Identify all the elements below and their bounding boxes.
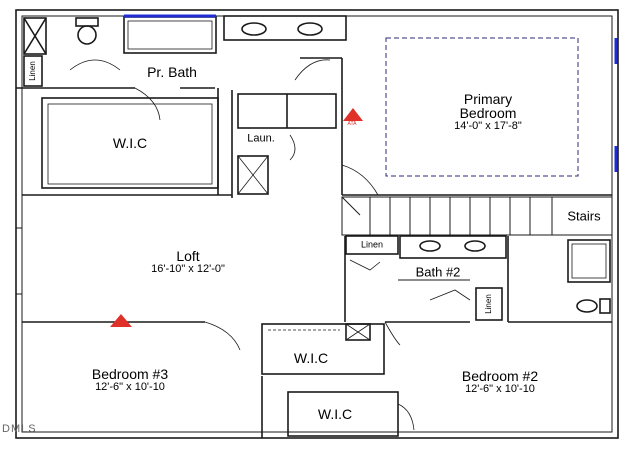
toilet-icon — [75, 17, 99, 45]
linen-closet-upper — [23, 55, 43, 87]
window-loft — [15, 227, 23, 295]
bath-2-label: Bath #2 — [415, 264, 461, 280]
wic-lower-outline — [287, 391, 399, 437]
primary-bedroom-name-line1: Primary — [463, 91, 513, 107]
hvac-marker-loft — [110, 314, 132, 327]
tub-icon — [567, 239, 611, 283]
laundry-closet-x — [237, 155, 269, 195]
wic-center-outline — [261, 323, 385, 375]
loft-dims: 16'-10" x 12'-0" — [151, 263, 225, 275]
bedroom-3-name: Bedroom #3 — [91, 366, 169, 382]
hvac-marker-upper — [343, 108, 363, 121]
bedroom-3-label: Bedroom #3 12'-6" x 10'-10 — [92, 367, 168, 393]
exterior-wall — [15, 9, 619, 439]
wic-center-label: W.I.C — [293, 350, 329, 366]
bedroom-2-name: Bedroom #2 — [461, 368, 539, 384]
primary-bed-dashed — [385, 37, 579, 177]
bedroom-2-label: Bedroom #2 12'-6" x 10'-10 — [462, 369, 538, 395]
primary-bedroom-name-line2: Bedroom — [459, 105, 517, 121]
loft-name: Loft — [176, 248, 200, 264]
linen-lower-box — [475, 287, 503, 321]
sink-icon — [464, 240, 486, 252]
linen-mid-label: Linen — [360, 239, 384, 250]
double-vanity-icon — [223, 15, 347, 41]
closet-x-box — [23, 17, 47, 55]
primary-bedroom-label: Primary Bedroom 14'-0" x 17'-8" — [454, 92, 522, 132]
watermark: DMLS — [2, 423, 37, 435]
linen-mid-box — [345, 235, 399, 255]
closet-x-box-center — [345, 323, 371, 341]
pr-bath-label: Pr. Bath — [147, 64, 197, 80]
primary-bedroom-dims: 14'-0" x 17'-8" — [454, 120, 522, 132]
stairs-treads — [341, 196, 613, 236]
bath2-vanity — [399, 235, 507, 259]
bedroom-3-dims: 12'-6" x 10'-10 — [95, 381, 165, 393]
laundry-label: Laun. — [247, 132, 275, 145]
window-group — [124, 14, 618, 172]
hvac-tag: ATA — [348, 121, 358, 127]
bedroom-2-dims: 12'-6" x 10'-10 — [465, 383, 535, 395]
stairs-label: Stairs — [567, 208, 601, 224]
linen-lower-label: Linen — [484, 294, 493, 314]
toilet-icon-bath2 — [576, 298, 611, 314]
wic-primary-label: W.I.C — [112, 135, 148, 151]
sink-icon — [419, 240, 441, 252]
wic-lower-label: W.I.C — [317, 406, 353, 422]
shower-icon — [123, 16, 217, 54]
linen-upper-label: Linen — [28, 61, 37, 81]
loft-label: Loft 16'-10" x 12'-0" — [151, 249, 225, 275]
